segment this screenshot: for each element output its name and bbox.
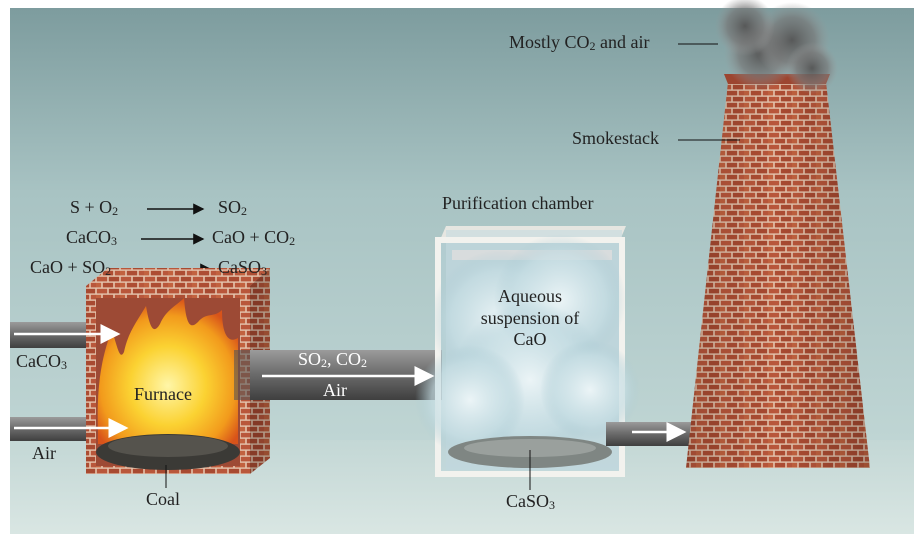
purification-chamber: [415, 226, 640, 477]
fire: [97, 298, 238, 444]
smoke-plume: [715, 0, 838, 94]
stack-pipe: [606, 422, 696, 446]
furnace: [86, 268, 270, 474]
flow-arrows: [14, 324, 687, 442]
furnace-top: [86, 268, 270, 286]
leader-lines: [165, 43, 740, 490]
smokestack: [686, 74, 870, 468]
